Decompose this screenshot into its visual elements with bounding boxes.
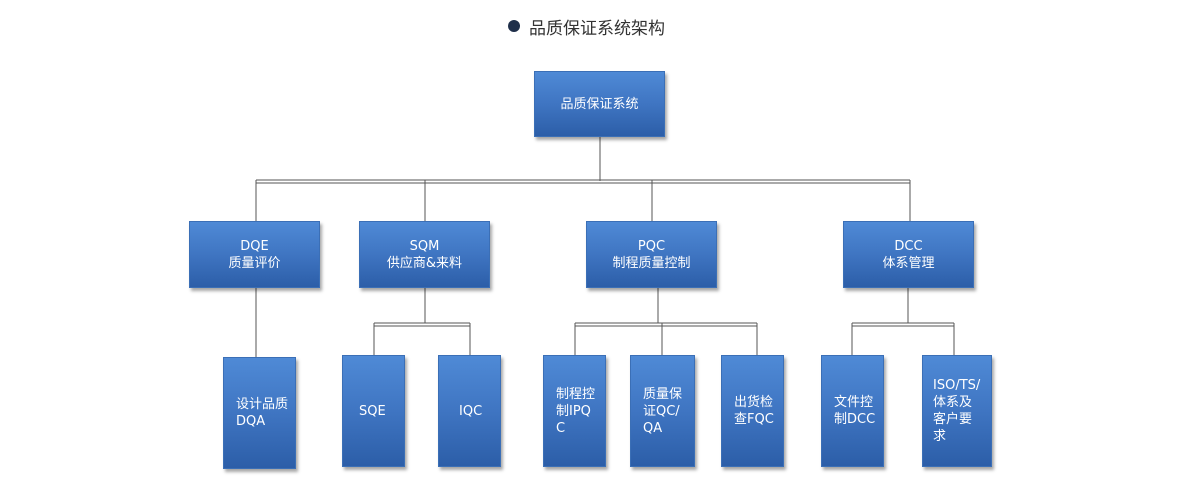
- node-dqa-line1: 设计品质: [236, 397, 289, 412]
- node-dqa-line2: DQA: [236, 414, 266, 429]
- diagram-title-text: 品质保证系统架构: [529, 18, 665, 39]
- node-iso-ts-line2: 体系及: [933, 395, 973, 410]
- node-fqc-line2: 查FQC: [734, 412, 774, 427]
- node-iqc[interactable]: IQC: [438, 355, 501, 467]
- node-dqe-code: DQE: [240, 238, 269, 254]
- node-ipqc-line2: 制IPQC: [556, 403, 591, 436]
- node-dcc-code: DCC: [894, 238, 923, 254]
- node-dqe[interactable]: DQE 质量评价: [189, 221, 320, 288]
- node-dqe-label: 质量评价: [228, 255, 281, 271]
- node-sqm-code: SQM: [409, 238, 440, 254]
- node-iqc-line1: IQC: [459, 403, 483, 419]
- node-fqc[interactable]: 出货检 查FQC: [721, 355, 784, 467]
- node-doc-control-line2: 制DCC: [834, 412, 876, 427]
- node-sqe[interactable]: SQE: [342, 355, 405, 467]
- node-root-label: 品质保证系统: [560, 96, 639, 112]
- node-pqc-code: PQC: [637, 238, 666, 254]
- node-root[interactable]: 品质保证系统: [534, 71, 665, 137]
- node-sqe-line1: SQE: [359, 403, 386, 419]
- node-dcc-label: 体系管理: [882, 255, 935, 271]
- node-dcc[interactable]: DCC 体系管理: [843, 221, 974, 288]
- node-qc-qa-line3: QA: [643, 420, 663, 436]
- node-pqc-label: 制程质量控制: [612, 255, 691, 271]
- node-sqm[interactable]: SQM 供应商&来料: [359, 221, 490, 288]
- node-qc-qa[interactable]: 质量保 证QC/ QA: [630, 355, 695, 467]
- node-doc-control-line1: 文件控: [834, 395, 874, 410]
- node-iso-ts-line3: 客户要: [933, 412, 973, 427]
- node-sqm-label: 供应商&来料: [386, 255, 463, 271]
- node-qc-qa-line2: 证QC/: [643, 403, 680, 419]
- node-dqa[interactable]: 设计品质 DQA: [223, 357, 296, 469]
- node-iso-ts-line1: ISO/TS/: [933, 378, 981, 393]
- bullet-dot-icon: [508, 20, 520, 32]
- node-doc-control[interactable]: 文件控 制DCC: [821, 355, 884, 467]
- node-fqc-line1: 出货检: [734, 395, 774, 410]
- node-pqc[interactable]: PQC 制程质量控制: [586, 221, 717, 288]
- node-ipqc[interactable]: 制程控 制IPQC: [543, 355, 606, 467]
- node-qc-qa-line1: 质量保: [643, 386, 683, 402]
- node-iso-ts[interactable]: ISO/TS/ 体系及 客户要 求: [922, 355, 992, 467]
- node-ipqc-line1: 制程控: [556, 386, 596, 402]
- node-iso-ts-line4: 求: [933, 429, 947, 444]
- diagram-title: 品质保证系统架构: [508, 14, 665, 39]
